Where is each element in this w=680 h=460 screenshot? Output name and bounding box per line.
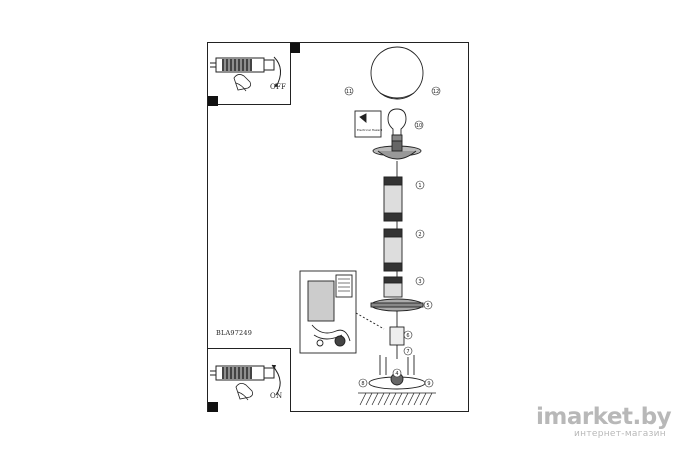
instruction-sheet: OFF ON BLA97249	[207, 42, 469, 412]
globe-shade	[370, 46, 424, 100]
product-code: BLA97249	[216, 329, 253, 337]
callout-label: 7	[406, 349, 409, 355]
callout-label: 1	[418, 183, 421, 189]
callout-marker	[403, 330, 413, 340]
power-switch-inset-on: ON	[208, 348, 291, 412]
callout-label: 8	[361, 381, 364, 387]
switch-off-illustration	[210, 56, 281, 92]
corner-mark	[208, 96, 218, 106]
connector-box	[389, 326, 405, 346]
callout-marker	[424, 378, 434, 388]
callout-label: 10	[416, 123, 422, 129]
callout-marker	[358, 378, 368, 388]
callout-marker	[423, 300, 433, 310]
power-switch-inset-off: OFF	[208, 43, 291, 105]
on-state-label: ON	[270, 392, 283, 400]
callout-label: 9	[427, 381, 430, 387]
callout-marker	[415, 276, 425, 286]
callout-marker	[431, 86, 441, 96]
watermark-subtitle: интернет-магазин	[573, 429, 666, 439]
callout-label: 2	[418, 232, 421, 238]
callout-marker	[414, 120, 424, 130]
callout-label: 5	[426, 303, 429, 309]
callout-label: 4	[395, 371, 398, 377]
watermark-logo: imarket.by	[536, 404, 672, 430]
off-state-label: OFF	[270, 83, 287, 91]
callout-label: 11	[346, 89, 352, 95]
callout-label: 6	[406, 333, 409, 339]
warning-label-text: Electrical Hazard	[357, 128, 382, 132]
warning-label	[354, 110, 382, 138]
callout-label: 12	[433, 89, 439, 95]
corner-mark	[290, 43, 300, 53]
assembly-diagram: Electrical Hazard 11 12 10 1 2 3 5 6 7 8…	[299, 46, 441, 406]
light-bulb	[387, 108, 407, 136]
callout-marker	[344, 86, 354, 96]
callout-marker	[415, 229, 425, 239]
switch-on-illustration	[210, 364, 281, 401]
callout-marker	[392, 368, 402, 378]
callout-marker	[415, 180, 425, 190]
callout-label: 3	[418, 279, 421, 285]
watermark: imarket.by интернет-магазин	[536, 404, 672, 439]
corner-mark	[208, 402, 218, 412]
callout-marker	[403, 346, 413, 356]
